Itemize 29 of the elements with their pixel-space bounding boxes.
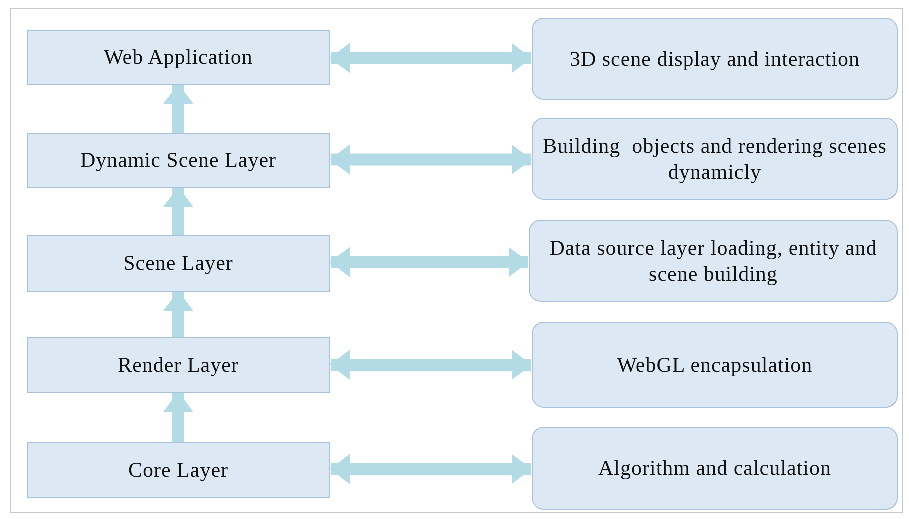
arrow [330, 247, 529, 278]
arrow [330, 350, 532, 380]
process-box [27, 235, 330, 292]
box-label: Data source layer loading, entity and scene building [548, 234, 878, 288]
arrow [164, 187, 194, 235]
arrow [330, 43, 532, 74]
arrow [164, 291, 194, 337]
process-box [532, 427, 898, 510]
box-label: Scene Layer [124, 250, 234, 277]
process-box [532, 322, 898, 408]
box-label: Dynamic Scene Layer [80, 147, 277, 174]
box-label: WebGL encapsulation [617, 352, 813, 378]
process-box [532, 18, 898, 100]
arrow [164, 392, 194, 442]
arrow [164, 84, 194, 133]
arrow [330, 454, 532, 484]
process-box [529, 220, 898, 302]
box-label: 3D scene display and interaction [570, 46, 860, 72]
process-box [27, 30, 330, 85]
box-label: Algorithm and calculation [598, 455, 832, 482]
box-label: Core Layer [128, 456, 229, 484]
process-box [532, 118, 898, 200]
arrow [330, 144, 532, 175]
process-box [27, 133, 330, 188]
box-label: Render Layer [118, 352, 239, 378]
box-label: Building objects and rendering scenes dynamicly [542, 132, 888, 186]
process-box [27, 442, 330, 498]
box-label: Web Application [104, 44, 253, 71]
process-box [27, 337, 330, 393]
